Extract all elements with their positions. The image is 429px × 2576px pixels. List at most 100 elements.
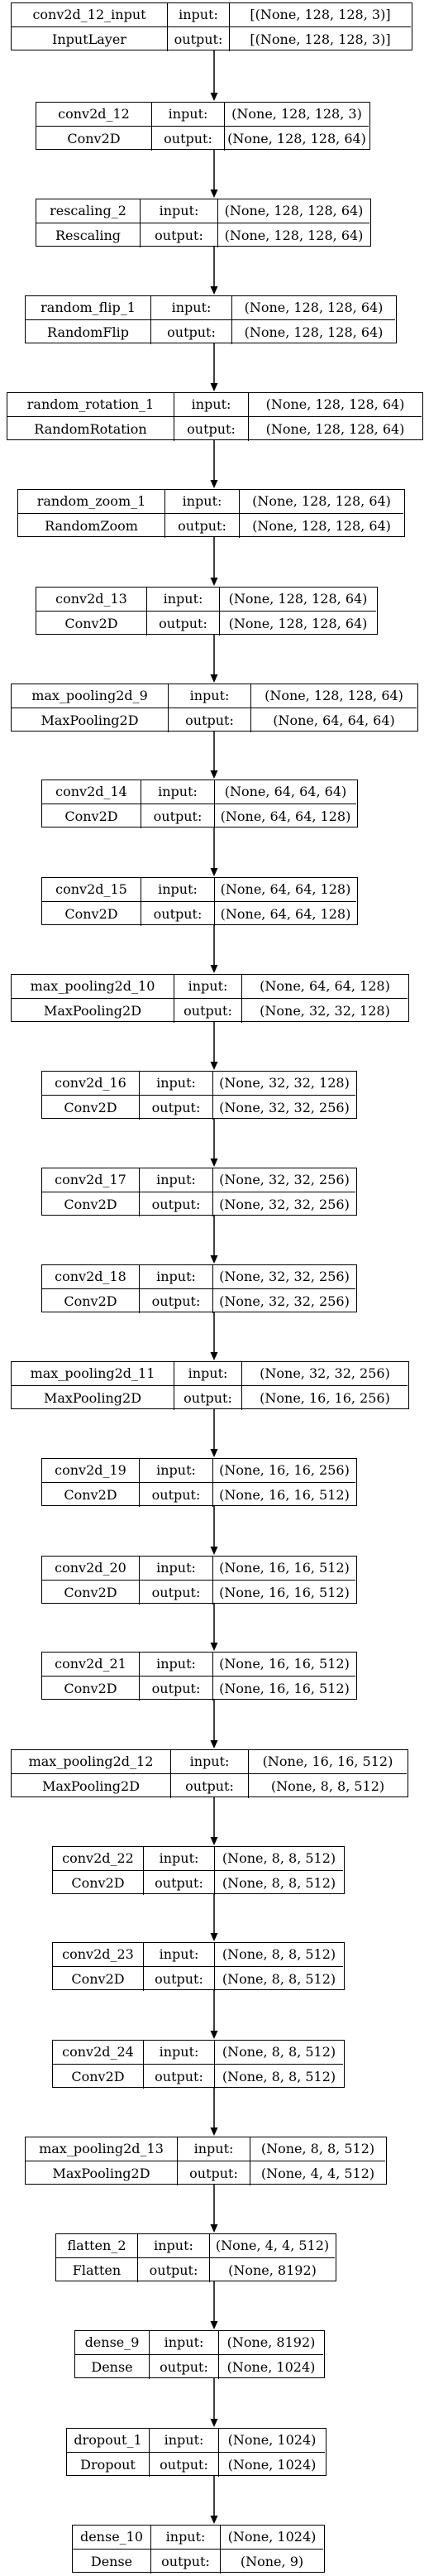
- input-shape: (None, 128, 128, 64): [251, 684, 417, 708]
- layer-type: MaxPooling2D: [12, 708, 169, 732]
- input-label: input:: [140, 1265, 213, 1289]
- output-shape: (None, 16, 16, 256): [260, 1389, 390, 1406]
- output-shape: (None, 8192): [228, 2262, 317, 2278]
- output-label: output:: [140, 1192, 213, 1216]
- layer-name: max_pooling2d_13: [26, 2137, 178, 2161]
- output-shape: (None, 8, 8, 512): [222, 1970, 336, 1987]
- layer-type: Conv2D: [42, 1483, 140, 1507]
- output-label: output:: [151, 320, 232, 344]
- layer-name: random_rotation_1: [7, 393, 174, 417]
- output-label: output:: [171, 1774, 249, 1798]
- input-shape: (None, 16, 16, 512): [213, 1653, 355, 1677]
- layer-type: Conv2D: [36, 612, 147, 636]
- layer-name: conv2d_15: [42, 878, 141, 902]
- output-label: output:: [140, 1581, 213, 1605]
- input-label: input:: [140, 1557, 213, 1581]
- layer-type: Conv2D: [53, 1967, 144, 1991]
- output-label: output:: [165, 514, 240, 538]
- output-shape: (None, 8, 8, 512): [222, 1874, 336, 1891]
- output-label: output:: [178, 2161, 250, 2185]
- output-label: output:: [144, 1871, 215, 1895]
- layer-type: Dropout: [67, 2453, 150, 2477]
- arrow-head: [210, 2224, 218, 2233]
- input-shape: (None, 128, 128, 3): [225, 103, 369, 127]
- output-shape: (None, 16, 16, 512): [219, 1584, 350, 1600]
- output-shape: (None, 1024): [226, 2358, 316, 2375]
- output-shape: (None, 8, 8, 512): [222, 2068, 336, 2084]
- input-shape: (None, 32, 32, 256): [242, 1362, 408, 1386]
- arrow-head: [210, 2419, 218, 2427]
- input-label: input:: [141, 878, 215, 902]
- output-label: output:: [140, 1677, 213, 1701]
- output-shape: (None, 64, 64, 128): [220, 905, 351, 922]
- layer-type: Conv2D: [42, 804, 141, 828]
- arrow-head: [210, 1837, 218, 1845]
- layer-name: dropout_1: [67, 2429, 150, 2453]
- layer-name: conv2d_20: [42, 1557, 140, 1581]
- layer-type: Dense: [73, 2550, 151, 2574]
- arrow-head: [210, 1740, 218, 1749]
- output-shape: (None, 128, 128, 64): [227, 130, 366, 146]
- output-shape: (None, 64, 64, 64): [273, 712, 395, 728]
- layer-type: Conv2D: [53, 2065, 144, 2089]
- output-shape: (None, 1024): [227, 2456, 317, 2473]
- input-shape: (None, 8192): [219, 2331, 323, 2355]
- input-label: input:: [174, 393, 249, 417]
- output-label: output:: [147, 612, 220, 636]
- arrow-head: [210, 674, 218, 683]
- layer-name: conv2d_16: [42, 1072, 140, 1096]
- output-shape: (None, 128, 128, 64): [244, 324, 384, 340]
- input-label: input:: [150, 2331, 219, 2355]
- input-shape: (None, 8, 8, 512): [215, 1847, 343, 1871]
- input-shape: (None, 64, 64, 128): [215, 878, 356, 902]
- input-shape: (None, 32, 32, 256): [213, 1265, 355, 1289]
- output-shape: (None, 128, 128, 64): [228, 615, 368, 631]
- input-shape: (None, 128, 128, 64): [232, 296, 395, 320]
- output-label: output:: [140, 1483, 213, 1507]
- arrow-head: [210, 93, 218, 101]
- output-label: output:: [174, 1386, 242, 1410]
- layer-name: max_pooling2d_11: [12, 1362, 174, 1386]
- input-label: input:: [178, 2137, 250, 2161]
- layer-type: Dense: [75, 2355, 150, 2379]
- layer-type: RandomRotation: [7, 417, 174, 441]
- output-label: output:: [138, 2258, 210, 2282]
- output-shape: [(None, 128, 128, 3)]: [250, 31, 391, 47]
- arrow-head: [210, 2516, 218, 2524]
- input-label: input:: [151, 2526, 221, 2550]
- arrow-head: [210, 480, 218, 488]
- layer-type: MaxPooling2D: [26, 2161, 178, 2185]
- input-shape: (None, 8, 8, 512): [250, 2137, 385, 2161]
- output-label: output:: [144, 2065, 215, 2089]
- output-shape: (None, 16, 16, 512): [219, 1680, 350, 1696]
- output-shape: (None, 128, 128, 64): [252, 517, 391, 534]
- layer-name: random_zoom_1: [18, 490, 165, 514]
- arrow-head: [210, 1449, 218, 1457]
- layer-name: conv2d_21: [42, 1653, 140, 1677]
- input-label: input:: [174, 1362, 242, 1386]
- layer-name: dense_10: [73, 2526, 151, 2550]
- layer-type: MaxPooling2D: [12, 999, 174, 1023]
- layer-name: max_pooling2d_12: [12, 1750, 171, 1774]
- output-shape: (None, 64, 64, 128): [220, 808, 351, 824]
- layer-name: conv2d_19: [42, 1459, 140, 1483]
- layer-name: max_pooling2d_9: [12, 684, 169, 708]
- layer-name: conv2d_18: [42, 1265, 140, 1289]
- input-shape: (None, 64, 64, 128): [242, 975, 408, 999]
- layer-name: conv2d_24: [53, 2041, 144, 2065]
- arrow-head: [210, 383, 218, 391]
- output-shape: (None, 32, 32, 128): [260, 1002, 390, 1019]
- layer-type: MaxPooling2D: [12, 1386, 174, 1410]
- input-label: input:: [144, 2041, 215, 2065]
